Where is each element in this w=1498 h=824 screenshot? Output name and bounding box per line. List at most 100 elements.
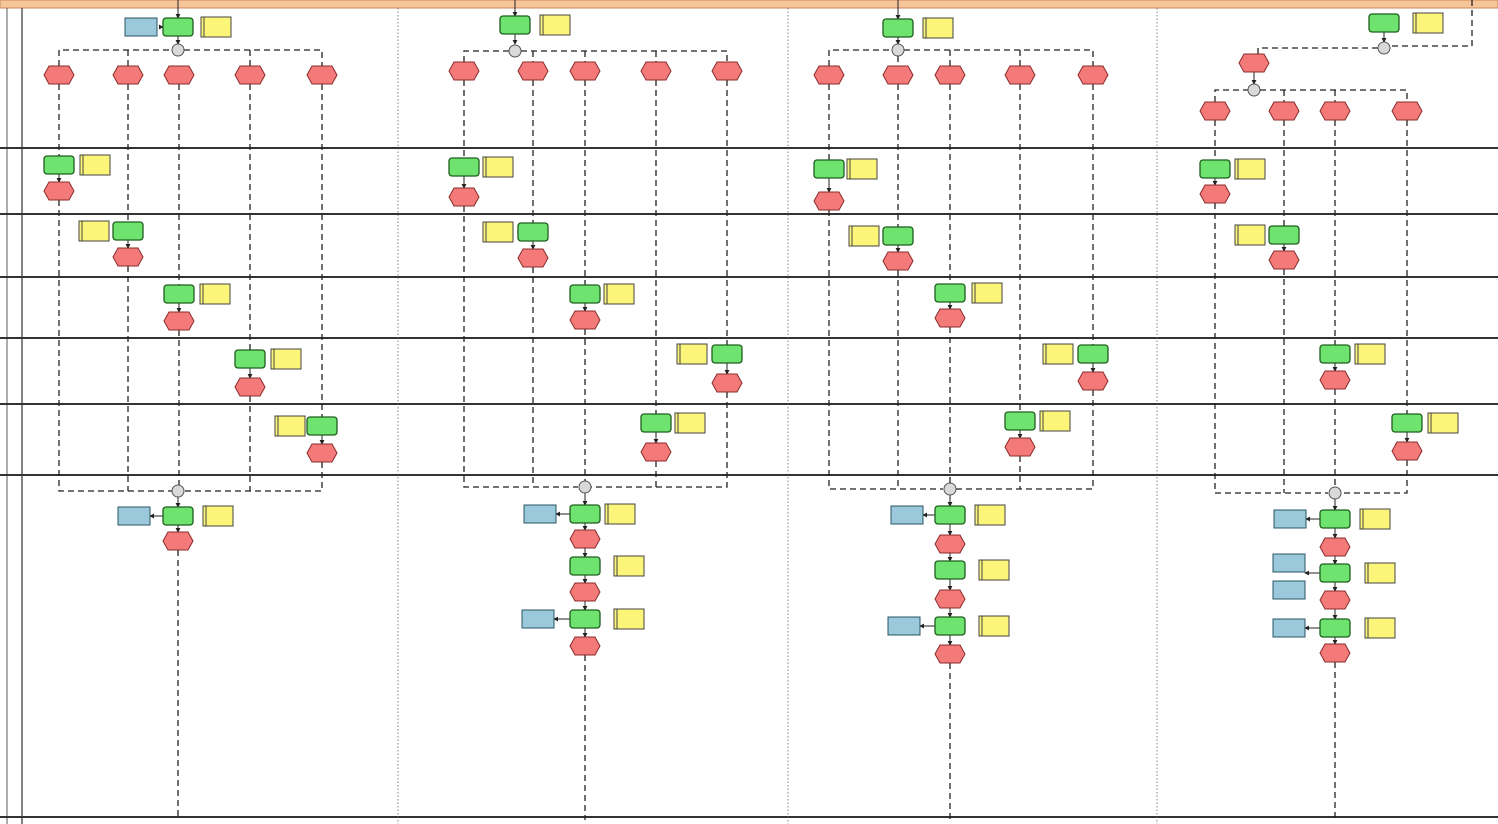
function-node[interactable] bbox=[234, 349, 266, 369]
document-node[interactable] bbox=[604, 503, 636, 525]
event-node[interactable] bbox=[1319, 537, 1351, 557]
function-node[interactable] bbox=[1004, 411, 1036, 431]
info-object-node[interactable] bbox=[887, 616, 921, 636]
function-node[interactable] bbox=[1319, 509, 1351, 529]
event-node[interactable] bbox=[234, 377, 266, 397]
document-node[interactable] bbox=[613, 608, 645, 630]
event-node[interactable] bbox=[569, 582, 601, 602]
connector-node[interactable] bbox=[943, 482, 957, 496]
document-node[interactable] bbox=[78, 220, 110, 242]
event-node[interactable] bbox=[569, 61, 601, 81]
event-node[interactable] bbox=[112, 247, 144, 267]
event-node[interactable] bbox=[517, 248, 549, 268]
function-node[interactable] bbox=[517, 222, 549, 242]
event-node[interactable] bbox=[882, 65, 914, 85]
function-node[interactable] bbox=[163, 284, 195, 304]
event-node[interactable] bbox=[569, 310, 601, 330]
document-node[interactable] bbox=[613, 555, 645, 577]
function-node[interactable] bbox=[1268, 225, 1300, 245]
function-node[interactable] bbox=[1391, 413, 1423, 433]
function-node[interactable] bbox=[43, 155, 75, 175]
event-node[interactable] bbox=[448, 187, 480, 207]
document-node[interactable] bbox=[270, 348, 302, 370]
document-node[interactable] bbox=[482, 221, 514, 243]
document-node[interactable] bbox=[676, 343, 708, 365]
event-node[interactable] bbox=[813, 191, 845, 211]
event-node[interactable] bbox=[640, 61, 672, 81]
document-node[interactable] bbox=[1359, 508, 1391, 530]
event-node[interactable] bbox=[517, 61, 549, 81]
document-node[interactable] bbox=[1234, 158, 1266, 180]
event-node[interactable] bbox=[448, 61, 480, 81]
event-node[interactable] bbox=[112, 65, 144, 85]
event-node[interactable] bbox=[1004, 65, 1036, 85]
document-node[interactable] bbox=[539, 14, 571, 36]
document-node[interactable] bbox=[922, 17, 954, 39]
document-node[interactable] bbox=[274, 415, 306, 437]
event-node[interactable] bbox=[934, 589, 966, 609]
event-node[interactable] bbox=[934, 534, 966, 554]
function-node[interactable] bbox=[162, 17, 194, 37]
document-node[interactable] bbox=[202, 505, 234, 527]
info-object-node[interactable] bbox=[523, 504, 557, 524]
document-node[interactable] bbox=[200, 16, 232, 38]
document-node[interactable] bbox=[1427, 412, 1459, 434]
function-node[interactable] bbox=[306, 416, 338, 436]
event-node[interactable] bbox=[1319, 643, 1351, 663]
event-node[interactable] bbox=[1391, 101, 1423, 121]
connector-node[interactable] bbox=[1247, 83, 1261, 97]
function-node[interactable] bbox=[162, 506, 194, 526]
connector-node[interactable] bbox=[578, 480, 592, 494]
event-node[interactable] bbox=[43, 181, 75, 201]
document-node[interactable] bbox=[1412, 12, 1444, 34]
info-object-node[interactable] bbox=[1272, 553, 1306, 573]
function-node[interactable] bbox=[934, 283, 966, 303]
function-node[interactable] bbox=[1319, 618, 1351, 638]
function-node[interactable] bbox=[1199, 159, 1231, 179]
document-node[interactable] bbox=[848, 225, 880, 247]
document-node[interactable] bbox=[1042, 343, 1074, 365]
event-node[interactable] bbox=[163, 65, 195, 85]
function-node[interactable] bbox=[569, 284, 601, 304]
event-node[interactable] bbox=[569, 636, 601, 656]
info-object-node[interactable] bbox=[890, 505, 924, 525]
function-node[interactable] bbox=[934, 560, 966, 580]
info-object-node[interactable] bbox=[117, 506, 151, 526]
event-node[interactable] bbox=[1319, 101, 1351, 121]
function-node[interactable] bbox=[499, 15, 531, 35]
event-node[interactable] bbox=[1199, 101, 1231, 121]
event-node[interactable] bbox=[640, 442, 672, 462]
document-node[interactable] bbox=[1364, 562, 1396, 584]
document-node[interactable] bbox=[1039, 410, 1071, 432]
event-node[interactable] bbox=[1077, 371, 1109, 391]
document-node[interactable] bbox=[674, 412, 706, 434]
function-node[interactable] bbox=[711, 344, 743, 364]
document-node[interactable] bbox=[846, 158, 878, 180]
function-node[interactable] bbox=[448, 157, 480, 177]
event-node[interactable] bbox=[1004, 437, 1036, 457]
info-object-node[interactable] bbox=[1272, 580, 1306, 600]
connector-node[interactable] bbox=[508, 44, 522, 58]
event-node[interactable] bbox=[711, 373, 743, 393]
document-node[interactable] bbox=[978, 559, 1010, 581]
function-node[interactable] bbox=[569, 556, 601, 576]
document-node[interactable] bbox=[482, 156, 514, 178]
document-node[interactable] bbox=[1234, 224, 1266, 246]
event-node[interactable] bbox=[1319, 370, 1351, 390]
event-node[interactable] bbox=[934, 644, 966, 664]
function-node[interactable] bbox=[882, 226, 914, 246]
function-node[interactable] bbox=[569, 504, 601, 524]
info-object-node[interactable] bbox=[521, 609, 555, 629]
event-node[interactable] bbox=[1077, 65, 1109, 85]
event-node[interactable] bbox=[934, 65, 966, 85]
document-node[interactable] bbox=[1354, 343, 1386, 365]
event-node[interactable] bbox=[1268, 101, 1300, 121]
document-node[interactable] bbox=[1364, 617, 1396, 639]
event-node[interactable] bbox=[711, 61, 743, 81]
event-node[interactable] bbox=[1319, 590, 1351, 610]
function-node[interactable] bbox=[934, 505, 966, 525]
document-node[interactable] bbox=[79, 154, 111, 176]
function-node[interactable] bbox=[569, 609, 601, 629]
document-node[interactable] bbox=[199, 283, 231, 305]
event-node[interactable] bbox=[163, 311, 195, 331]
